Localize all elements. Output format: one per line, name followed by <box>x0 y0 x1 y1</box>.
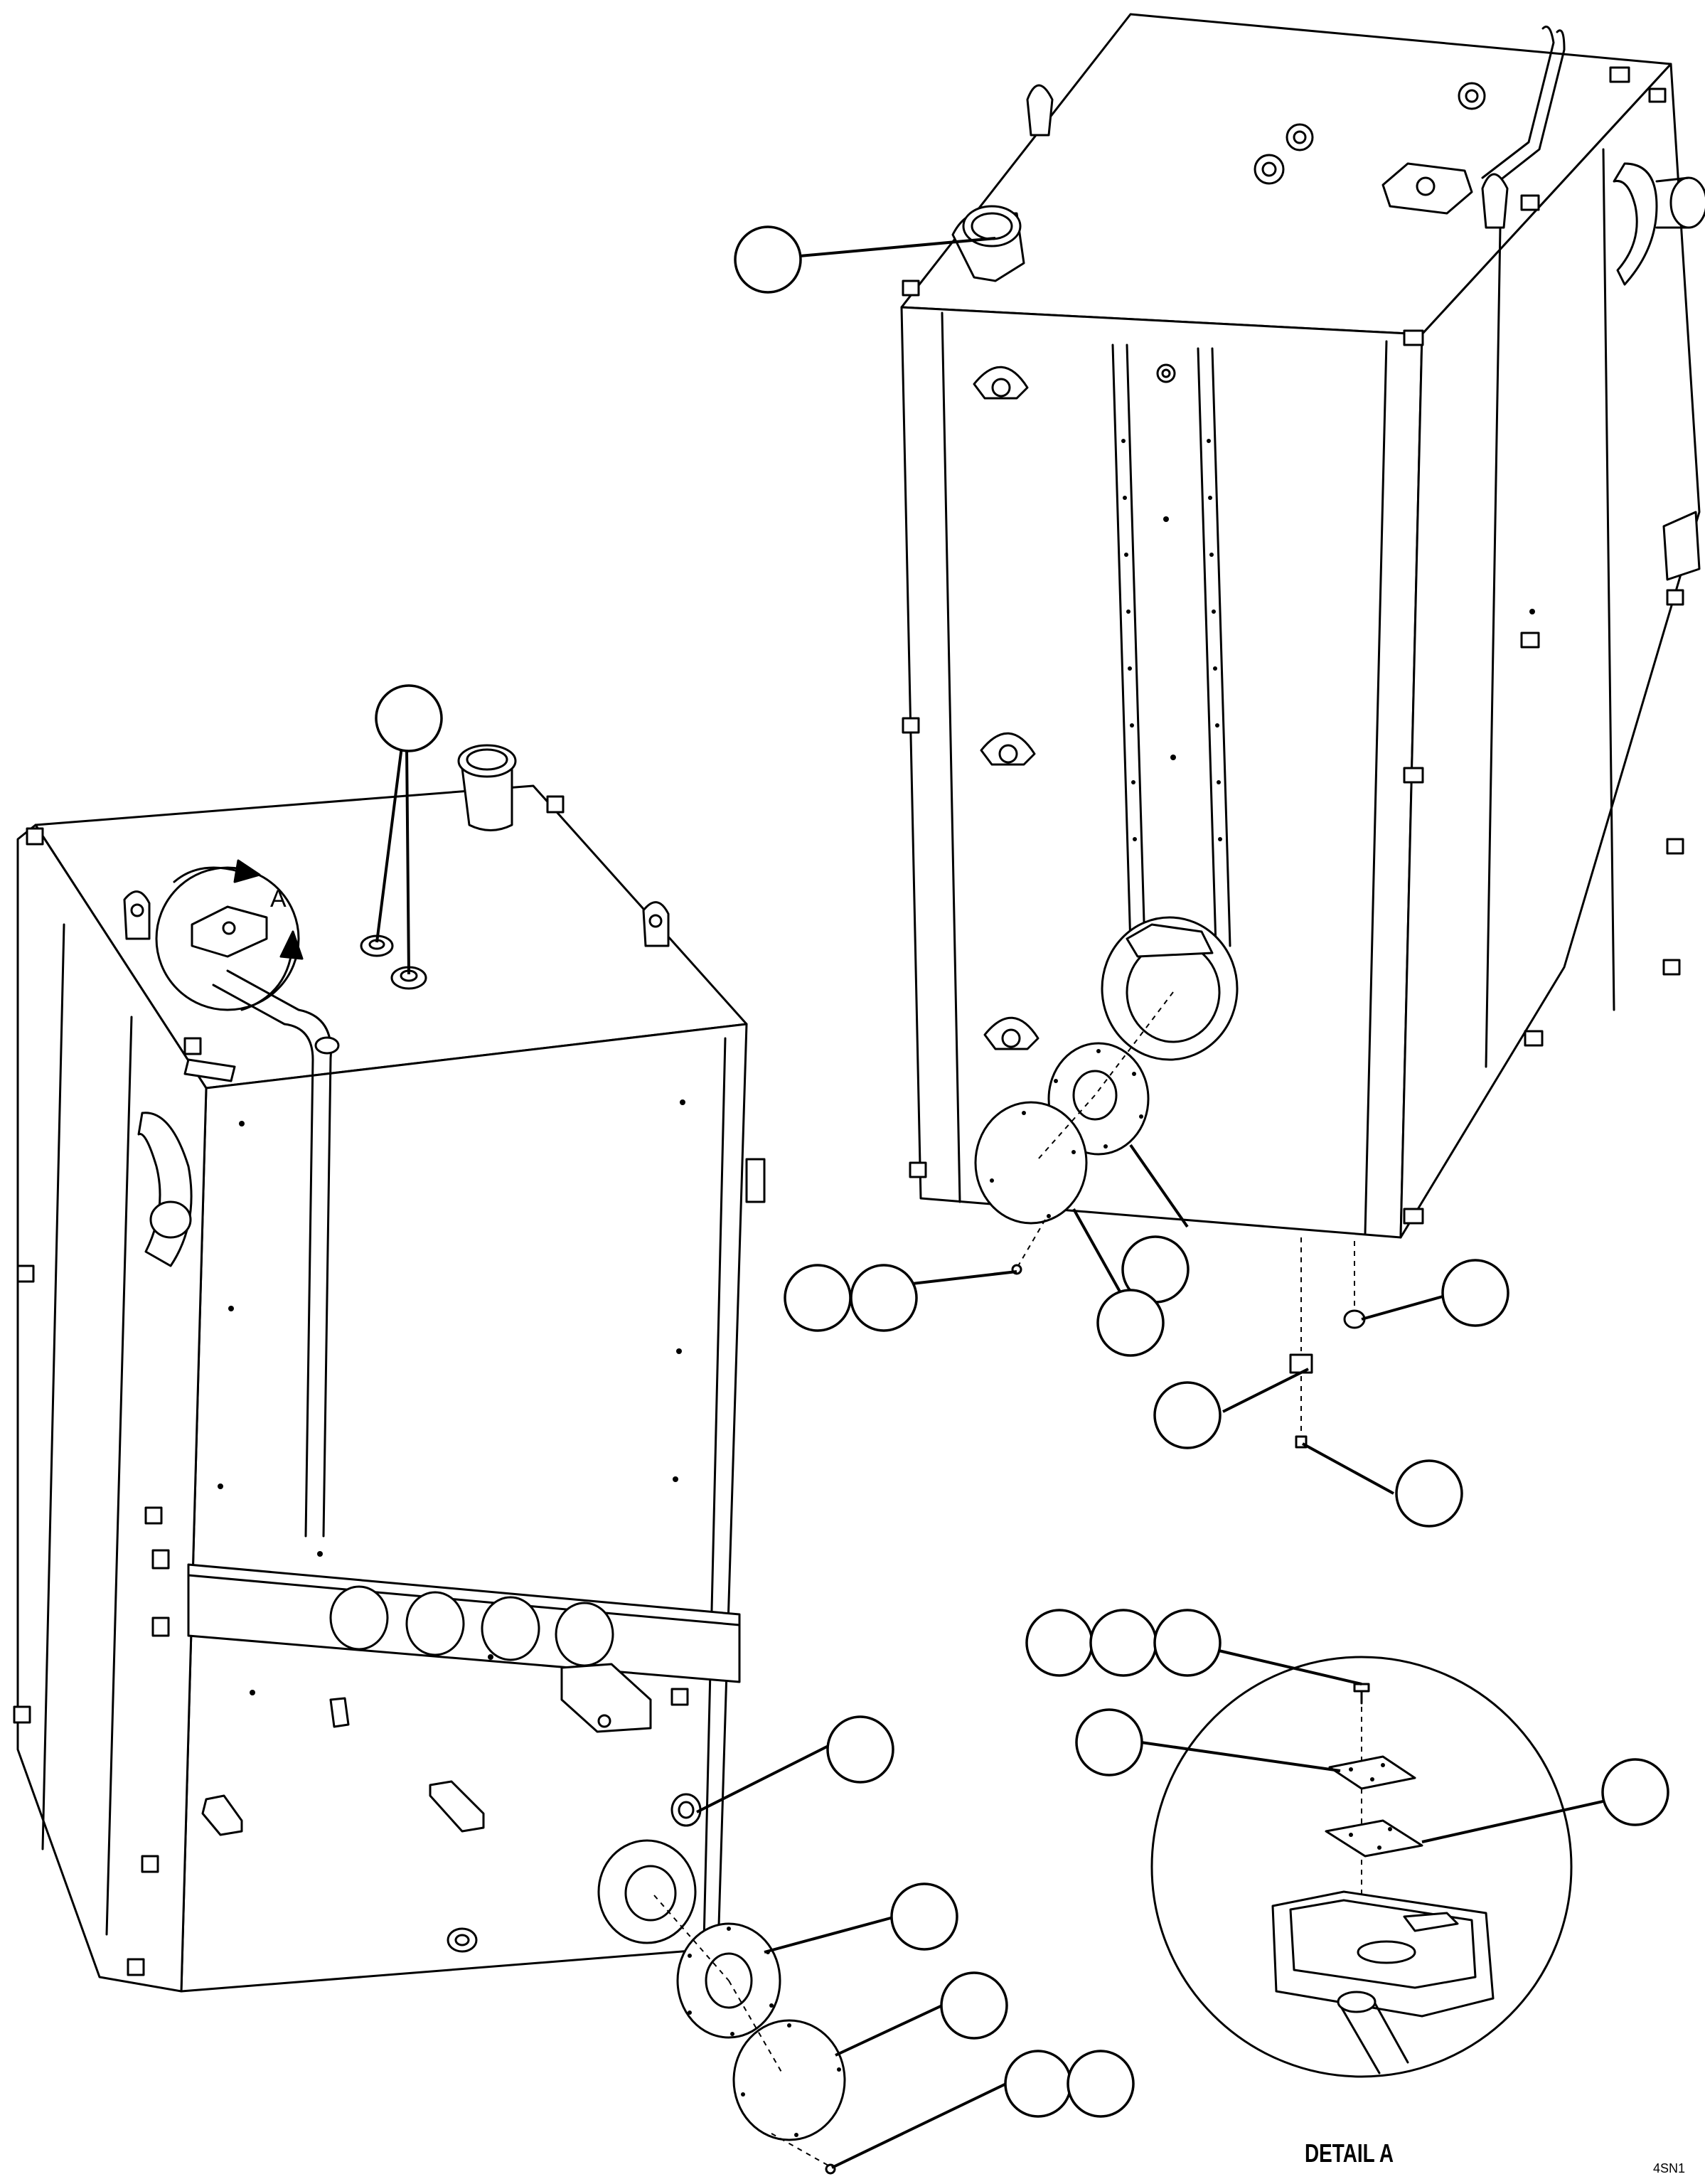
detail-a-view <box>1150 1656 1573 2078</box>
callout-bubble <box>734 225 802 294</box>
sheet-code: 4SN1 <box>1653 2161 1685 2175</box>
callout-bubble <box>1096 1289 1165 1357</box>
callout-bubble <box>784 1264 852 1332</box>
callout-bubble <box>1067 2050 1135 2118</box>
callout-bubble <box>1075 1708 1143 1777</box>
right-tank <box>900 13 1705 1239</box>
callout-bubble <box>375 684 443 752</box>
callout-bubble <box>940 1971 1008 2040</box>
callout-bubble <box>1025 1609 1094 1677</box>
callout-bubble <box>1601 1758 1669 1826</box>
detail-caption: DETAIL A <box>1305 2138 1394 2168</box>
callout-bubble <box>1089 1609 1158 1677</box>
callout-bubble <box>1395 1459 1463 1528</box>
left-tank-exploded-parts <box>653 1895 846 2175</box>
callout-bubble <box>850 1264 918 1332</box>
callout-bubble <box>826 1715 894 1784</box>
callout-bubble <box>1004 2050 1072 2118</box>
callout-bubble <box>1153 1381 1222 1449</box>
callout-bubble <box>1153 1609 1222 1677</box>
callout-bubble <box>1441 1259 1509 1327</box>
callout-bubbles <box>375 225 1669 2118</box>
left-tank: A <box>13 744 766 1993</box>
right-tank-exploded-parts <box>974 991 1366 1449</box>
detail-marker-a: A <box>270 885 287 912</box>
leader-lines <box>375 237 1629 2169</box>
callout-bubble <box>890 1882 958 1951</box>
